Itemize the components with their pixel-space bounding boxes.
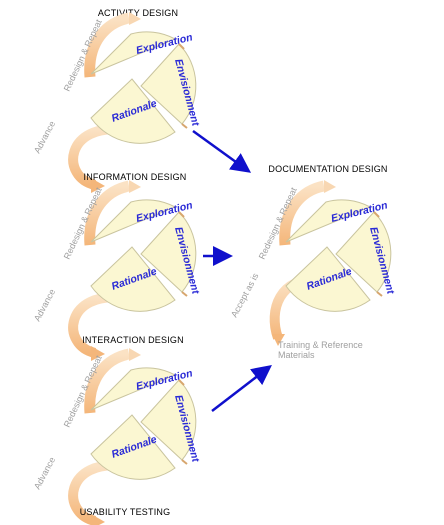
advance-arrowhead bbox=[91, 178, 105, 193]
loop-arrowhead bbox=[129, 12, 141, 25]
redesign-loop-arrow bbox=[84, 12, 131, 78]
advance-arrowhead bbox=[91, 346, 105, 361]
stage-title: ACTIVITY DESIGN bbox=[98, 8, 178, 18]
usability-testing-title: USABILITY TESTING bbox=[80, 507, 171, 517]
loop-arrowhead bbox=[129, 348, 141, 361]
tab-accent bbox=[178, 211, 185, 218]
stage-title: DOCUMENTATION DESIGN bbox=[268, 164, 387, 174]
redesign-repeat-label: Redesign & Repeat bbox=[62, 17, 104, 92]
stage-title: INTERACTION DESIGN bbox=[82, 335, 184, 345]
redesign-loop-arrow bbox=[84, 180, 131, 246]
tab-accent bbox=[373, 211, 380, 218]
loop-arrowhead bbox=[129, 180, 141, 193]
exploration-quadrant bbox=[90, 367, 177, 411]
accept-as-is-label: Accept as is bbox=[229, 271, 261, 319]
redesign-loop-arrow bbox=[279, 180, 326, 246]
advance-label: Advance bbox=[32, 455, 57, 491]
loop-arrowhead bbox=[324, 180, 336, 193]
interaction-design-stage: INTERACTION DESIGN Exploration Envisionm… bbox=[32, 335, 202, 525]
rationale-quadrant bbox=[90, 78, 176, 144]
exploration-quadrant bbox=[90, 31, 177, 75]
exploration-quadrant bbox=[90, 199, 177, 243]
connector-arrow bbox=[192, 129, 252, 173]
tab-accent bbox=[178, 43, 185, 50]
tab-accent bbox=[181, 291, 188, 297]
tab-accent bbox=[178, 379, 185, 386]
exploration-quadrant bbox=[285, 199, 372, 243]
rationale-quadrant bbox=[285, 246, 371, 312]
tab-accent bbox=[376, 291, 383, 297]
accept-arrowhead bbox=[272, 334, 285, 346]
connector-arrow bbox=[211, 364, 272, 412]
rationale-quadrant bbox=[90, 414, 176, 480]
output-label-line2: Materials bbox=[278, 350, 315, 360]
output-label-line1: Training & Reference bbox=[278, 340, 363, 350]
documentation-design-stage: DOCUMENTATION DESIGN Exploration Envisio… bbox=[229, 164, 397, 346]
redesign-repeat-label: Redesign & Repeat bbox=[257, 185, 299, 260]
stage-title: INFORMATION DESIGN bbox=[84, 172, 187, 182]
redesign-repeat-label: Redesign & Repeat bbox=[62, 185, 104, 260]
advance-label: Advance bbox=[32, 119, 57, 155]
tab-accent bbox=[181, 459, 188, 465]
activity-design-stage: ACTIVITY DESIGN Exploration Envisionment… bbox=[32, 8, 202, 193]
advance-arrowhead bbox=[91, 514, 105, 525]
tab-accent bbox=[181, 123, 188, 129]
rationale-quadrant bbox=[90, 246, 176, 312]
redesign-loop-arrow bbox=[84, 348, 131, 414]
advance-label: Advance bbox=[32, 287, 57, 323]
information-design-stage: INFORMATION DESIGN Exploration Envisionm… bbox=[32, 172, 202, 361]
redesign-repeat-label: Redesign & Repeat bbox=[62, 353, 104, 428]
